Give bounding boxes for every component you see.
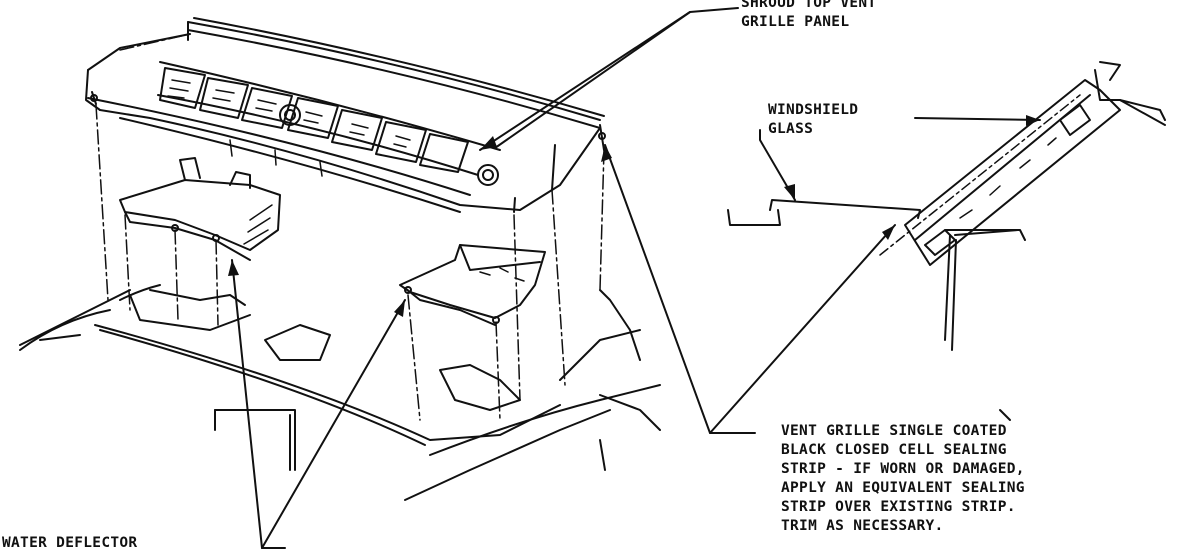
label-line: STRIP - IF WORN OR DAMAGED,: [781, 461, 1025, 477]
label-water-deflector: WATER DEFLECTOR: [2, 534, 137, 553]
label-line: TRIM AS NECESSARY.: [781, 518, 944, 534]
label-line: VENT GRILLE SINGLE COATED: [781, 423, 1007, 439]
label-line: WATER DEFLECTOR: [2, 535, 138, 551]
label-line: STRIP OVER EXISTING STRIP.: [781, 499, 1016, 515]
label-shroud-top-vent-grille-panel: SHROUD TOP VENT GRILLE PANEL: [741, 0, 876, 32]
water-deflector-right: [400, 245, 545, 325]
label-line: BLACK CLOSED CELL SEALING: [781, 442, 1007, 458]
leader-lines: [232, 8, 1040, 548]
alignment-lines: [96, 34, 604, 420]
water-deflector-left: [120, 158, 280, 260]
label-line: SHROUD TOP VENT: [741, 0, 877, 11]
label-line: GLASS: [768, 121, 814, 137]
windshield-section: [728, 62, 1165, 420]
label-line: WINDSHIELD: [768, 102, 859, 118]
label-line: GRILLE PANEL: [741, 14, 850, 30]
arrowheads: [228, 115, 1040, 317]
cowl-body: [20, 285, 660, 500]
label-line: APPLY AN EQUIVALENT SEALING: [781, 480, 1025, 496]
grille-panel: [86, 18, 605, 212]
label-windshield-glass: WINDSHIELD GLASS: [768, 101, 858, 139]
label-sealing-strip-note: VENT GRILLE SINGLE COATED BLACK CLOSED CE…: [781, 422, 1025, 536]
